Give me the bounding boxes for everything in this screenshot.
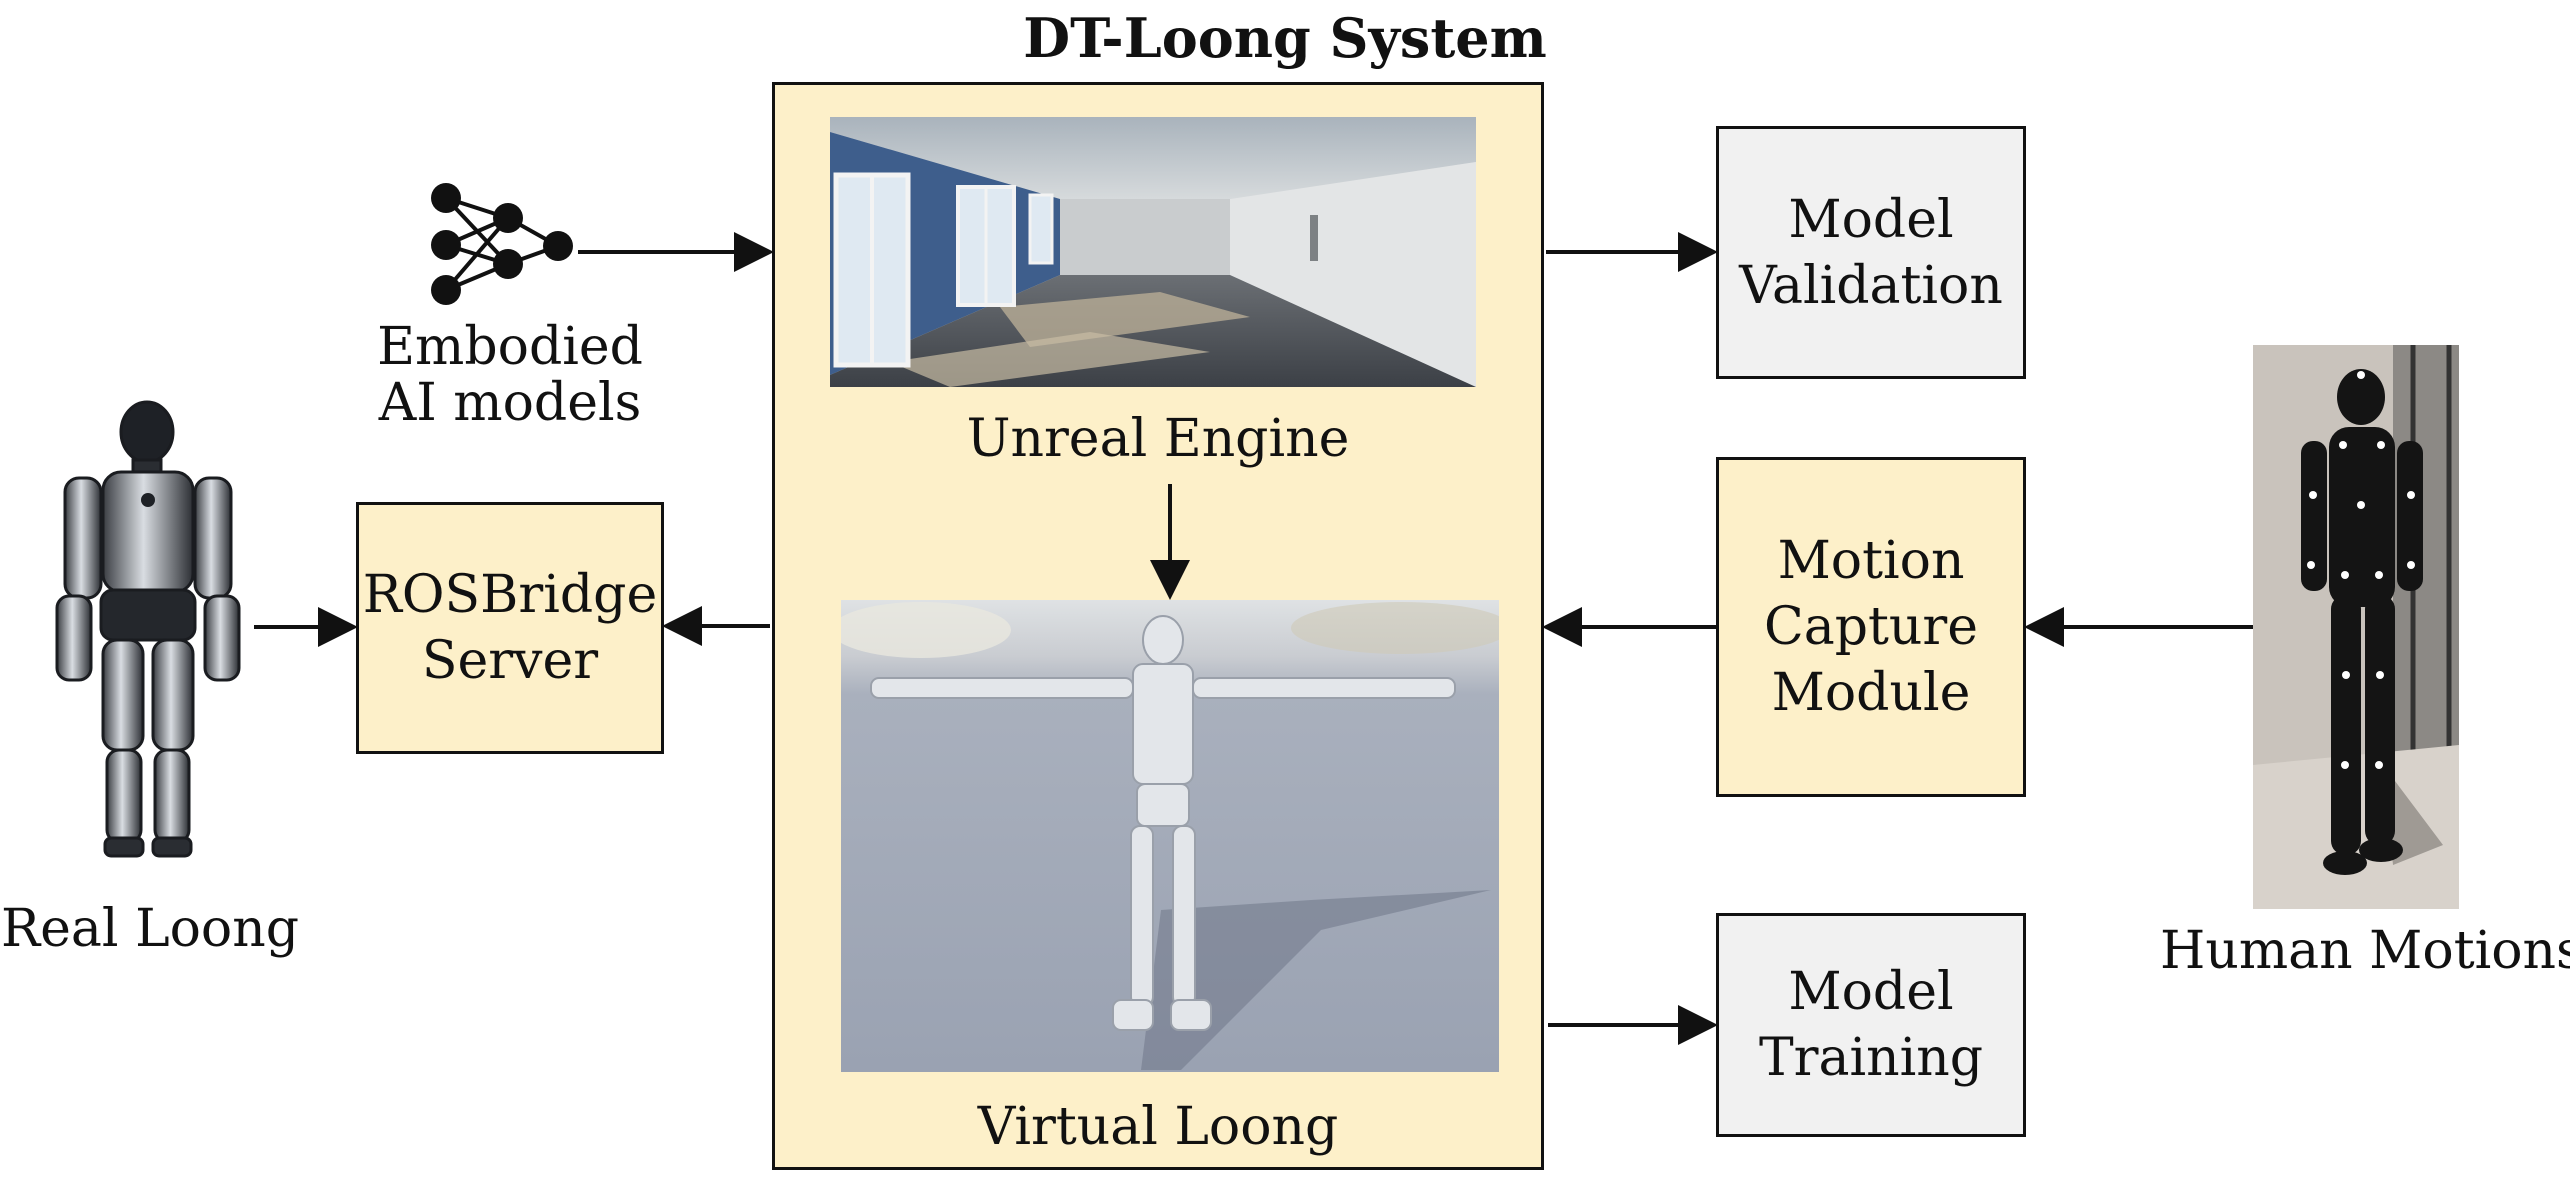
model-validation-box: Model Validation: [1716, 126, 2026, 379]
model-validation-line1: Model: [1788, 189, 1954, 250]
human-motions-image: [2253, 345, 2459, 909]
rosbridge-label-line2: Server: [421, 631, 599, 691]
unreal-engine-caption: Unreal Engine: [966, 409, 1350, 469]
human-motions-label: Human Motions: [2160, 921, 2570, 981]
neural-network-icon: [431, 183, 573, 305]
diagram-title: DT-Loong System: [1023, 6, 1547, 70]
embodied-ai-label-line2: AI models: [378, 373, 642, 433]
motion-capture-module-box: Motion Capture Module: [1716, 457, 2026, 797]
embodied-ai-label-line1: Embodied: [377, 317, 643, 377]
real-loong-robot-image: [55, 400, 241, 858]
motion-capture-line2: Capture: [1763, 597, 1979, 657]
virtual-loong-image: [841, 600, 1499, 1072]
motion-capture-line1: Motion: [1777, 531, 1965, 591]
model-validation-line2: Validation: [1739, 255, 2003, 316]
rosbridge-label-line1: ROSBridge: [362, 565, 658, 625]
motion-capture-line3: Module: [1771, 663, 1971, 723]
unreal-engine-room-image: [830, 117, 1476, 387]
model-training-line1: Model: [1788, 962, 1954, 1022]
virtual-loong-caption: Virtual Loong: [977, 1097, 1339, 1157]
model-training-line2: Training: [1758, 1028, 1984, 1088]
real-loong-label: Real Loong: [0, 899, 299, 959]
rosbridge-server-box: ROSBridge Server: [356, 502, 664, 754]
